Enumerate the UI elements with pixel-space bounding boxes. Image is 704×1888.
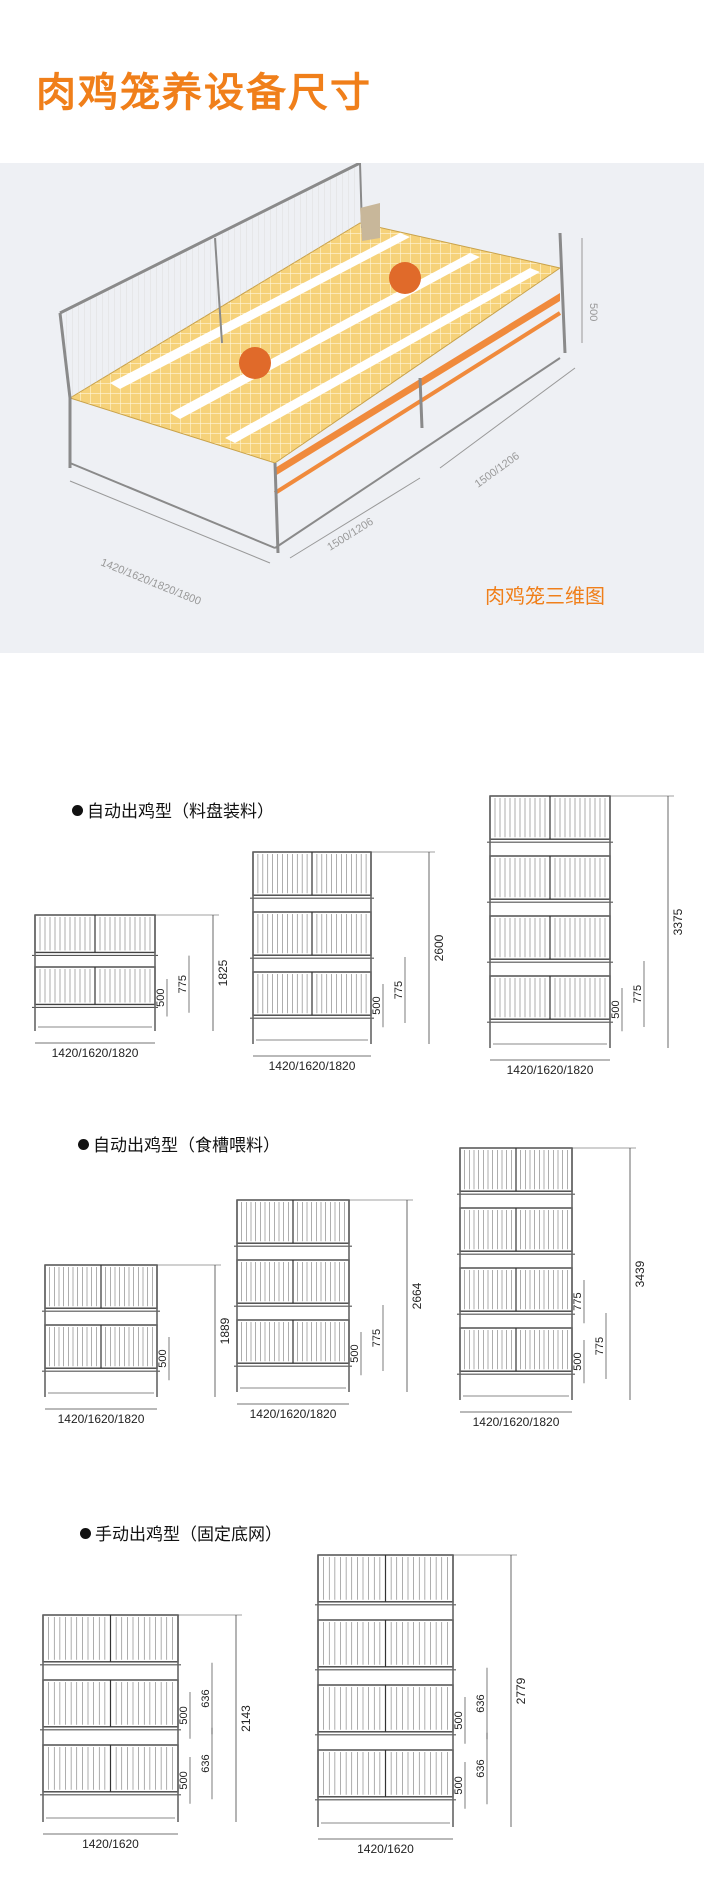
height-dim-label: 2600 bbox=[432, 934, 446, 961]
bullet-icon bbox=[80, 1528, 91, 1539]
cage-3d-illustration: 1420/1620/1820/1800 1500/1206 1500/1206 … bbox=[58, 163, 599, 608]
tier-dim-label: 636 bbox=[200, 1754, 212, 1772]
tier-dim-label: 500 bbox=[572, 1352, 584, 1370]
cage-diagram-1: 1420/1620/1820 1825 500 775 bbox=[32, 914, 230, 1060]
width-dim-label: 1420/1620 bbox=[82, 1837, 139, 1851]
width-dim-label: 1420/1620/1820 bbox=[507, 1063, 594, 1077]
tier-dim-label: 636 bbox=[475, 1759, 487, 1777]
tier-dim-label: 500 bbox=[453, 1776, 465, 1794]
tier-dim-label: 775 bbox=[632, 985, 644, 1003]
tier-dim-label: 500 bbox=[178, 1771, 190, 1789]
cage-diagram-6: 1420/1620/1820 3439 500 775 775 bbox=[457, 1147, 647, 1429]
width-dim-label: 1420/1620 bbox=[357, 1842, 414, 1856]
tier-dim-label: 500 bbox=[371, 996, 383, 1014]
tier-dim-label: 775 bbox=[594, 1337, 606, 1355]
tier-dim-label: 775 bbox=[572, 1292, 584, 1310]
tier-dim-label: 500 bbox=[453, 1711, 465, 1729]
tier-dim-label: 500 bbox=[610, 1000, 622, 1018]
tier-dim-label: 500 bbox=[349, 1344, 361, 1362]
width-dim-label: 1420/1620/1820 bbox=[58, 1412, 145, 1426]
width-dim-label: 1420/1620/1820 bbox=[473, 1415, 560, 1429]
tier-dim-label: 500 bbox=[155, 989, 167, 1007]
dim-length-label: 1420/1620/1820/1800 bbox=[99, 557, 203, 608]
tier-dim-label: 500 bbox=[157, 1349, 169, 1367]
page-title: 肉鸡笼养设备尺寸 bbox=[36, 70, 372, 116]
tier-dim-label: 775 bbox=[393, 981, 405, 999]
section-1-diagrams: 1420/1620/1820 1825 500 775 1420/1620/1820 2… bbox=[32, 795, 685, 1077]
cage-diagram-4: 1420/1620/1820 1889 500 bbox=[42, 1264, 232, 1426]
height-dim-label: 2779 bbox=[514, 1677, 528, 1704]
cage-diagram-5: 1420/1620/1820 2664 500 775 bbox=[234, 1199, 424, 1421]
bullet-icon bbox=[72, 805, 83, 816]
section-2-diagrams: 1420/1620/1820 1889 500 1420/1620/1820 2664… bbox=[42, 1147, 647, 1429]
tier-dim-label: 775 bbox=[371, 1329, 383, 1347]
cage-diagram-3: 1420/1620/1820 3375 500 775 bbox=[487, 795, 685, 1077]
cage-diagram-8: 1420/1620 2779 500 636 500 636 bbox=[315, 1554, 528, 1856]
height-dim-label: 1825 bbox=[216, 959, 230, 986]
section-label-1: 自动出鸡型（料盘装料） bbox=[72, 797, 274, 822]
dim-width-front-label: 1500/1206 bbox=[325, 516, 375, 554]
dim-width-back-label: 1500/1206 bbox=[473, 450, 522, 490]
width-dim-label: 1420/1620/1820 bbox=[52, 1046, 139, 1060]
hero-3d-view: 1420/1620/1820/1800 1500/1206 1500/1206 … bbox=[0, 163, 704, 653]
tier-dim-label: 500 bbox=[178, 1706, 190, 1724]
height-dim-label: 3439 bbox=[633, 1260, 647, 1287]
tier-dim-label: 775 bbox=[177, 975, 189, 993]
height-dim-label: 2143 bbox=[239, 1705, 253, 1732]
height-dim-label: 3375 bbox=[671, 908, 685, 935]
section-label-3: 手动出鸡型（固定底网） bbox=[80, 1520, 282, 1545]
height-dim-label: 1889 bbox=[218, 1317, 232, 1344]
tier-dim-label: 636 bbox=[475, 1694, 487, 1712]
hero-caption: 肉鸡笼三维图 bbox=[485, 584, 605, 608]
width-dim-label: 1420/1620/1820 bbox=[269, 1059, 356, 1073]
section-label-2: 自动出鸡型（食槽喂料） bbox=[78, 1131, 280, 1156]
bullet-icon bbox=[78, 1139, 89, 1150]
tier-dim-label: 636 bbox=[200, 1689, 212, 1707]
dim-height-label: 500 bbox=[587, 303, 599, 321]
cage-diagram-7: 1420/1620 2143 500 636 500 636 bbox=[40, 1614, 253, 1851]
cage-diagram-2: 1420/1620/1820 2600 500 775 bbox=[250, 851, 446, 1073]
height-dim-label: 2664 bbox=[410, 1282, 424, 1309]
section-3-diagrams: 1420/1620 2143 500 636 500 636 1420/1620 2779 5… bbox=[40, 1554, 528, 1856]
width-dim-label: 1420/1620/1820 bbox=[250, 1407, 337, 1421]
